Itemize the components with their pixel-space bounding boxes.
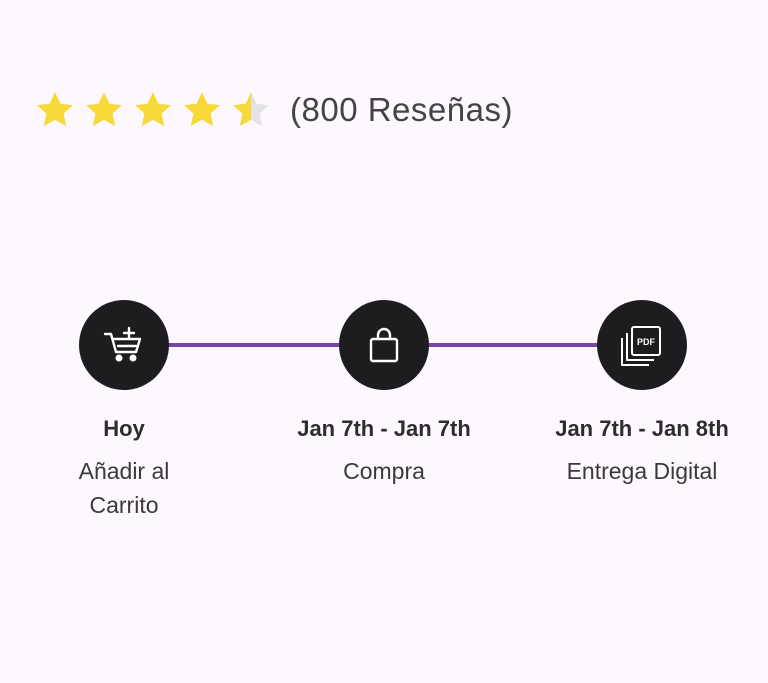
step-icon-circle: PDF bbox=[597, 300, 687, 390]
shopping-bag-icon bbox=[363, 324, 405, 366]
pdf-files-icon: PDF bbox=[618, 321, 666, 369]
step-date: Jan 7th - Jan 7th bbox=[297, 416, 471, 441]
step-date: Hoy bbox=[103, 416, 145, 441]
step-icon-circle bbox=[79, 300, 169, 390]
timeline-step-digital-delivery: PDF Jan 7th - Jan 8th Entrega Digital bbox=[522, 300, 762, 488]
step-date: Jan 7th - Jan 8th bbox=[555, 416, 729, 441]
star-full-icon bbox=[132, 89, 174, 131]
star-full-icon bbox=[83, 89, 125, 131]
timeline-step-purchase: Jan 7th - Jan 7th Compra bbox=[264, 300, 504, 488]
step-label: Añadir al Carrito bbox=[78, 458, 170, 518]
delivery-timeline: Hoy Añadir al Carrito Jan 7th - Jan 7th … bbox=[0, 300, 768, 540]
step-label: Compra bbox=[343, 458, 425, 484]
pdf-label: PDF bbox=[637, 337, 656, 347]
star-half-icon bbox=[230, 89, 272, 131]
star-rating bbox=[34, 89, 279, 131]
rating-summary: (800 Reseñas) bbox=[34, 86, 513, 134]
timeline-step-add-to-cart: Hoy Añadir al Carrito bbox=[4, 300, 244, 522]
star-full-icon bbox=[34, 89, 76, 131]
step-label: Entrega Digital bbox=[566, 458, 718, 484]
cart-add-icon bbox=[101, 322, 147, 368]
star-full-icon bbox=[181, 89, 223, 131]
review-count: (800 Reseñas) bbox=[290, 91, 513, 128]
step-icon-circle bbox=[339, 300, 429, 390]
